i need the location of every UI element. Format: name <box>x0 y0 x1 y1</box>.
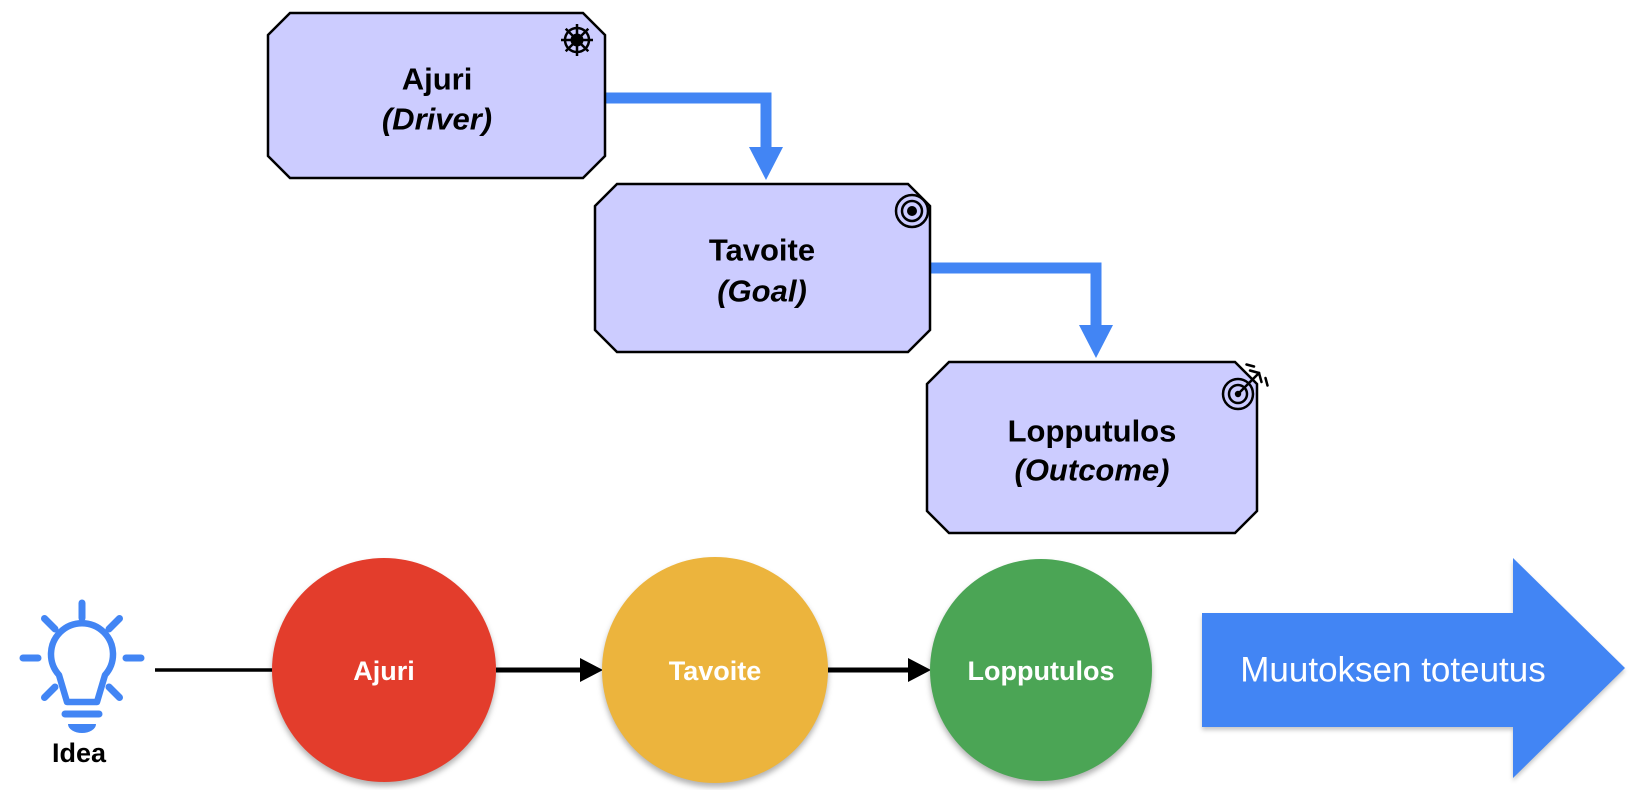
step-label-tavoite: Tavoite <box>669 656 762 686</box>
idea-label: Idea <box>52 738 107 768</box>
goal-box-title: Tavoite <box>709 233 815 268</box>
step-circle-tavoite <box>602 557 828 783</box>
motivation-chain: Ajuri (Driver) Tavoite (Goal) <box>266 11 1269 535</box>
change-execution-label: Muutoksen toteutus <box>1240 651 1545 690</box>
goal-box-subtitle: (Goal) <box>717 274 807 309</box>
step-circle-lopputulos <box>930 559 1152 781</box>
arrow-tavoite-to-lopputulos <box>828 658 931 682</box>
arrow-goal-to-outcome <box>930 262 1113 358</box>
step-circle-ajuri <box>272 558 496 782</box>
step-label-lopputulos: Lopputulos <box>968 656 1115 686</box>
outcome-box-shape <box>925 360 1259 535</box>
outcome-box-subtitle: (Outcome) <box>1015 453 1170 488</box>
driver-box-title: Ajuri <box>402 62 473 97</box>
arrow-driver-to-goal-line <box>605 92 772 150</box>
step-label-ajuri: Ajuri <box>353 656 415 686</box>
lightbulb-icon <box>19 599 145 733</box>
change-execution-arrow <box>1202 558 1625 778</box>
arrow-goal-to-outcome-line <box>930 262 1102 328</box>
arrow-driver-to-goal <box>605 92 783 180</box>
arrow-driver-to-goal-head <box>749 147 783 180</box>
goal-box-shape <box>593 182 932 354</box>
outcome-box-title: Lopputulos <box>1008 414 1177 449</box>
driver-box-subtitle: (Driver) <box>382 102 492 137</box>
idea-flow: Idea Ajuri Tavoite Lopputulos Muutoksen … <box>19 557 1625 783</box>
lightbulb-base <box>68 724 96 733</box>
outcome-box: Lopputulos (Outcome) <box>925 360 1269 535</box>
arrow-goal-to-outcome-head <box>1079 325 1113 358</box>
goal-rings-icon <box>894 193 930 229</box>
lightbulb-rays <box>19 599 145 701</box>
target-arrow-icon <box>1221 363 1269 411</box>
driver-box: Ajuri (Driver) <box>266 11 607 180</box>
ship-wheel-icon <box>561 24 593 56</box>
arrow-ajuri-to-tavoite <box>496 658 603 682</box>
goal-box: Tavoite (Goal) <box>593 182 932 354</box>
driver-box-shape <box>266 11 607 180</box>
